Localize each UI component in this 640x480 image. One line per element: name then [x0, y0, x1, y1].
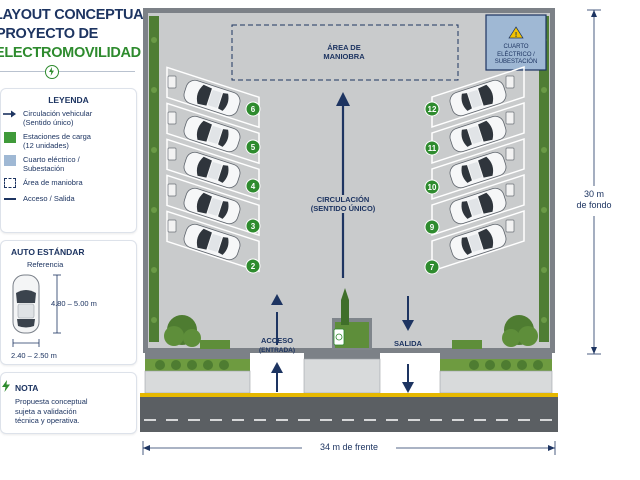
legend-panel: LEYENDA Circulación vehicular (Sentido ú… — [0, 88, 137, 233]
title-line-3: ELECTROMOVILIDAD — [0, 45, 141, 61]
bay-badge — [424, 179, 440, 195]
bay-number: 7 — [430, 263, 435, 272]
standard-width: 2.40 – 2.50 m — [11, 351, 57, 360]
legend-label-circulation: Circulación vehicular (Sentido único) — [23, 109, 93, 127]
bolt-icon — [2, 380, 10, 392]
electrical-room — [485, 14, 547, 71]
access-sub-label: (ENTRADA) — [258, 347, 296, 354]
right-bay-badges: 12 11 10 9 7 — [424, 101, 440, 275]
bay-number: 6 — [251, 105, 256, 114]
exit-label: SALIDA — [394, 339, 422, 348]
front-label: 34 m de frente — [319, 442, 379, 452]
left-hedge — [149, 16, 159, 342]
line-icon — [3, 194, 17, 205]
standard-title: AUTO ESTÁNDAR — [11, 247, 85, 257]
legend-label-electrical: Cuarto eléctrico / Subestación — [23, 155, 80, 173]
note-title: NOTA — [15, 383, 39, 393]
bay-number: 4 — [251, 182, 256, 191]
bay-badge — [424, 140, 440, 156]
access-label: ACCESO — [260, 336, 294, 345]
bay-number: 5 — [251, 143, 256, 152]
bay-number: 9 — [430, 223, 435, 232]
legend-item-circulation: Circulación vehicular (Sentido único) — [3, 109, 136, 127]
note-panel: NOTA Propuesta conceptual sujeta a valid… — [0, 372, 137, 434]
maneuver-area — [231, 24, 459, 81]
legend-label-charging: Estaciones de carga (12 unidades) — [23, 132, 91, 150]
bay-badge — [424, 101, 440, 117]
title-line-2: PROYECTO DE — [0, 26, 98, 42]
bay-badge — [424, 219, 440, 235]
legend-label-access: Acceso / Salida — [23, 194, 75, 203]
right-hedge — [539, 16, 549, 342]
planter-charger-icon — [333, 328, 345, 346]
bay-badge — [245, 218, 261, 234]
curb-line — [140, 393, 558, 397]
standard-car-drawing — [12, 274, 61, 347]
sidewalk-planters — [144, 350, 553, 394]
title-line-1: LAYOUT CONCEPTUAL — [0, 7, 152, 23]
bay-badge — [245, 139, 261, 155]
warning-icon — [508, 26, 524, 39]
standard-car-panel: AUTO ESTÁNDAR Referencia 4.80 – 5.00 m 2… — [0, 240, 137, 365]
maneuver-area-label: ÁREA DE MANIOBRA — [323, 43, 365, 61]
legend-item-charging: Estaciones de carga (12 unidades) — [3, 132, 136, 150]
site-diagram: ! — [140, 0, 640, 480]
street — [140, 397, 558, 432]
legend-item-access: Acceso / Salida — [3, 194, 136, 205]
green-square-icon — [3, 132, 17, 143]
circulation-label: CIRCULACIÓN (SENTIDO ÚNICO) — [300, 195, 386, 213]
arrow-icon — [3, 109, 17, 120]
electrical-room-label: CUARTO ELÉCTRICO / SUBESTACIÓN — [494, 44, 538, 65]
depth-label: 30 m de fondo — [576, 189, 612, 210]
title-block: LAYOUT CONCEPTUAL PROYECTO DE ELECTROMOV… — [0, 6, 152, 79]
bay-badge — [245, 101, 261, 117]
bay-number: 12 — [428, 105, 437, 114]
legend-item-electrical: Cuarto eléctrico / Subestación — [3, 155, 136, 173]
standard-reference: Referencia — [27, 260, 64, 269]
bay-badge — [245, 258, 261, 274]
bay-badge — [245, 178, 261, 194]
front-landscaping — [164, 288, 538, 350]
left-bay-badges: 6 5 4 3 2 — [245, 101, 261, 274]
blue-square-icon — [3, 155, 17, 166]
bay-number: 2 — [251, 262, 256, 271]
legend-title: LEYENDA — [48, 95, 89, 105]
bay-number: 11 — [428, 144, 437, 153]
bay-number: 3 — [251, 222, 256, 231]
svg-text:!: ! — [515, 32, 517, 39]
note-text: Propuesta conceptual sujeta a validación… — [15, 397, 88, 425]
dashed-box-icon — [3, 178, 17, 189]
bay-number: 10 — [428, 183, 437, 192]
bay-badge — [424, 259, 440, 275]
bolt-badge-icon — [45, 65, 59, 79]
legend-item-maneuver: Área de maniobra — [3, 178, 136, 189]
standard-length: 4.80 – 5.00 m — [51, 299, 97, 308]
legend-label-maneuver: Área de maniobra — [23, 178, 83, 187]
title-divider — [0, 65, 135, 79]
